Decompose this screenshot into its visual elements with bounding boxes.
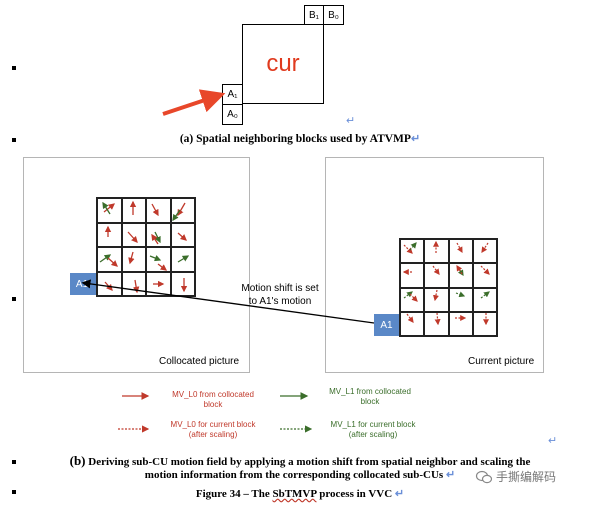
wechat-icon (475, 470, 493, 483)
figure-caption-suffix: process in VVC (316, 488, 393, 500)
current-picture-title: Current picture (468, 356, 535, 367)
sub-cu (146, 198, 171, 223)
bullet (12, 138, 16, 142)
block-b0: B₀ (323, 5, 344, 25)
sub-cu (424, 287, 449, 312)
motion-shift-annotation: Motion shift is set to A1's motion (224, 282, 336, 308)
cur-label: cur (266, 50, 300, 77)
block-a1-label: A₁ (227, 89, 238, 100)
sub-cu (170, 271, 195, 296)
sub-cu (146, 271, 171, 296)
watermark-text: 手撕编解码 (496, 470, 557, 484)
sub-cu (170, 198, 195, 223)
sub-cu (146, 247, 171, 272)
caption-b-text-1: Deriving sub-CU motion field by applying… (88, 456, 531, 468)
block-b0-label: B₀ (328, 9, 339, 21)
caption-b-line-2: motion information from the correspondin… (30, 469, 570, 482)
cur-block: cur (242, 24, 324, 104)
sub-cu (121, 271, 146, 296)
sub-cu (400, 263, 425, 288)
current-grid (399, 238, 498, 337)
sub-cu (424, 263, 449, 288)
sub-cu (97, 198, 122, 223)
block-a1-cur-label: A1 (380, 319, 393, 331)
block-a0: A₀ (222, 104, 243, 125)
sub-cu (424, 239, 449, 264)
paragraph-return-icon: ↵ (346, 115, 356, 127)
legend-mv-l1-collocated: MV_L1 from collocated block (315, 387, 425, 407)
sub-cu (97, 222, 122, 247)
paragraph-return-icon: ↵ (548, 435, 558, 447)
paragraph-return-icon: ↵ (445, 469, 456, 481)
bullet (12, 460, 16, 464)
legend-text: MV_L1 from collocated (329, 387, 411, 396)
legend-mv-l1-current: MV_L1 for current block (after scaling) (315, 420, 431, 440)
legend-text: block (203, 400, 223, 409)
annotation-line-1: Motion shift is set (241, 283, 319, 294)
sub-cu (400, 311, 425, 336)
legend-text: MV_L0 for current block (170, 420, 256, 429)
figure-caption-prefix: Figure 34 – The (195, 488, 273, 500)
paragraph-return-icon: ↵ (394, 488, 405, 500)
figure-caption: Figure 34 – The SbTMVP process in VVC ↵ (0, 487, 600, 500)
sub-cu (448, 239, 473, 264)
figure-caption-emph: SbTMVP (272, 488, 317, 500)
wechat-watermark: 手撕编解码 (475, 468, 557, 485)
sub-cu (472, 263, 497, 288)
sub-cu (170, 247, 195, 272)
sub-cu (472, 239, 497, 264)
sub-cu (146, 222, 171, 247)
sub-cu (448, 287, 473, 312)
block-a0-label: A₀ (227, 109, 238, 120)
sub-cu (472, 287, 497, 312)
sub-cu (97, 247, 122, 272)
sub-cu (472, 311, 497, 336)
legend-mv-l0-current: MV_L0 for current block (after scaling) (155, 420, 271, 440)
sub-cu (97, 271, 122, 296)
current-picture-panel: Current picture (325, 157, 544, 373)
legend-text: (after scaling) (348, 430, 398, 439)
sub-cu (170, 222, 195, 247)
annotation-line-2: to A1's motion (248, 296, 312, 307)
caption-b-label: (b) (69, 453, 86, 468)
paragraph-return-icon: ↵ (410, 133, 421, 145)
bullet (12, 297, 16, 301)
sub-cu (424, 311, 449, 336)
legend-text: MV_L1 for current block (330, 420, 416, 429)
block-a1: A1 (374, 314, 399, 336)
bullet (12, 66, 16, 70)
caption-b: (b) Deriving sub-CU motion field by appl… (30, 454, 570, 482)
legend-text: MV_L0 from collocated (172, 390, 254, 399)
sub-cu (121, 222, 146, 247)
bullet (12, 490, 16, 494)
block-b1-label: B₁ (308, 9, 320, 21)
legend-text: block (360, 397, 380, 406)
caption-a: (a) Spatial neighboring blocks used by A… (0, 132, 600, 145)
sub-cu (121, 198, 146, 223)
legend-mv-l0-collocated: MV_L0 from collocated block (158, 390, 268, 410)
sub-cu (400, 287, 425, 312)
sub-cu (400, 239, 425, 264)
sub-cu (448, 311, 473, 336)
sub-cu (121, 247, 146, 272)
caption-b-text-2: motion information from the correspondin… (144, 469, 444, 481)
caption-a-text: (a) Spatial neighboring blocks used by A… (179, 133, 411, 145)
legend-text: (after scaling) (188, 430, 238, 439)
sub-cu (448, 263, 473, 288)
caption-b-line-1: (b) Deriving sub-CU motion field by appl… (30, 454, 570, 469)
collocated-picture-title: Collocated picture (159, 356, 240, 367)
collocated-picture-panel: Collocated picture (23, 157, 250, 373)
collocated-grid (96, 197, 196, 297)
